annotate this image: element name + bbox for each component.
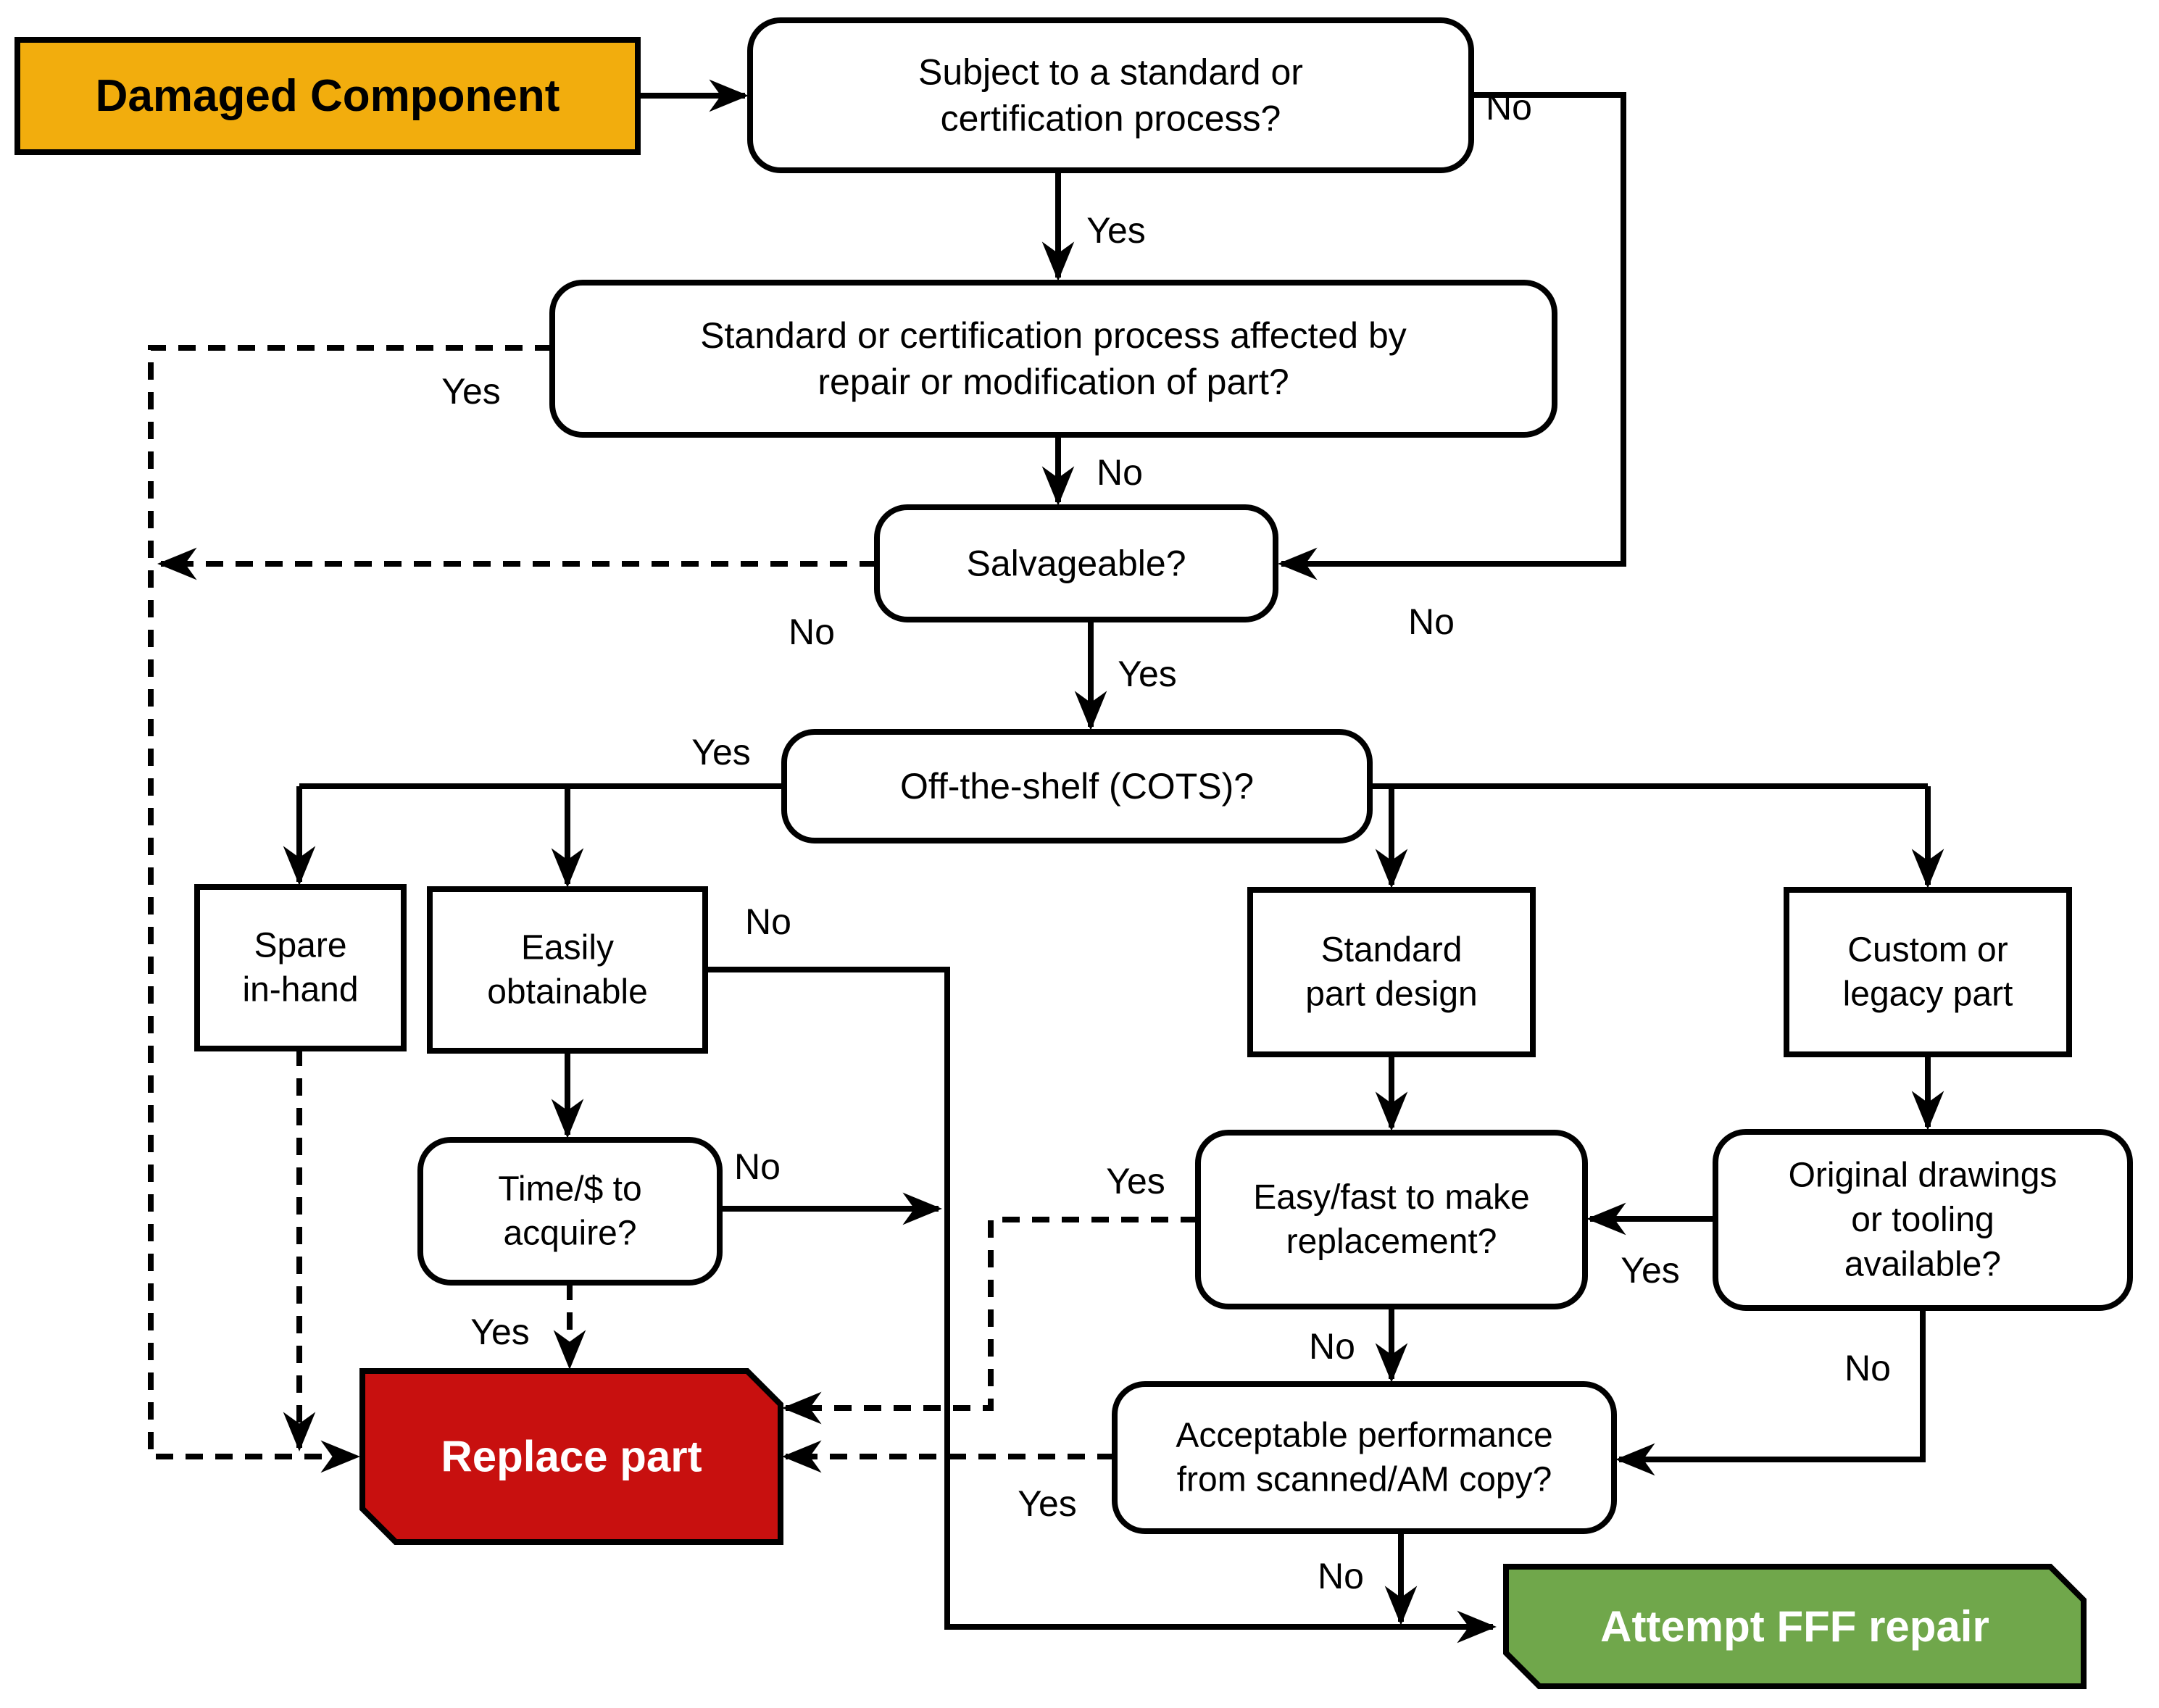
node-spare-in-hand: Spare in-hand: [194, 884, 407, 1051]
node-q-acceptable-performance-label: Acceptable performance from scanned/AM co…: [1176, 1416, 1552, 1499]
node-replace-part-shape: [359, 1368, 783, 1545]
node-standard-part-design-label: Standard part design: [1305, 930, 1478, 1013]
node-q-standard-cert-shape: [747, 17, 1474, 173]
edge-q1-no-to-salvageable: [1278, 92, 1626, 580]
node-q-time-acquire: Time/$ to acquire?: [417, 1137, 723, 1286]
node-replace-part: Replace part: [359, 1368, 783, 1545]
edge-label-no-16: No: [1318, 1556, 1364, 1596]
edge-q2-yes-to-replace: [148, 345, 552, 1473]
node-q-time-acquire-shape: [417, 1137, 723, 1286]
edge-label-no-9: No: [734, 1146, 781, 1187]
node-q-salvageable-label: Salvageable?: [966, 543, 1186, 584]
edge-label-no-0: No: [1486, 87, 1532, 128]
node-q-standard-cert-label: Subject to a standard or certification pr…: [918, 52, 1303, 139]
edge-label-no-14: No: [1844, 1348, 1891, 1388]
edge-label-yes-13: Yes: [1621, 1250, 1680, 1291]
node-q-easy-fast-line-0: Easy/fast to make: [1253, 1178, 1530, 1217]
node-q-cots: Off-the-shelf (COTS)?: [781, 729, 1373, 843]
node-damaged-label: Damaged Component: [96, 71, 560, 121]
node-easily-obtainable-line-0: Easily: [521, 928, 614, 967]
node-q-cert-affected: Standard or certification process affect…: [549, 280, 1557, 438]
node-q-cert-affected-shape: [549, 280, 1557, 438]
node-q-original-drawings: Original drawings or tooling available?: [1713, 1129, 2133, 1311]
node-spare-in-hand-shape: [194, 884, 407, 1051]
node-custom-legacy-part-line-0: Custom or: [1847, 930, 2008, 969]
edge-label-yes-11: Yes: [1106, 1161, 1165, 1201]
node-custom-legacy-part-line-1: legacy part: [1843, 975, 2013, 1014]
node-easily-obtainable-label: Easily obtainable: [487, 928, 648, 1011]
node-replace-part-label: Replace part: [441, 1433, 702, 1481]
edge-label-no-3: No: [1097, 452, 1143, 493]
node-q-cert-affected-label: Standard or certification process affect…: [700, 315, 1407, 402]
node-standard-part-design: Standard part design: [1247, 887, 1536, 1057]
edge-label-yes-2: Yes: [441, 371, 501, 412]
node-q-easy-fast-line-1: replacement?: [1286, 1222, 1497, 1261]
node-q-salvageable-line-0: Salvageable?: [966, 543, 1186, 584]
node-damaged-line-0: Damaged Component: [96, 71, 560, 121]
node-q-acceptable-performance-shape: [1112, 1381, 1617, 1534]
node-custom-legacy-part-label: Custom or legacy part: [1843, 930, 2013, 1013]
node-q-easy-fast: Easy/fast to make replacement?: [1195, 1130, 1588, 1309]
edge-label-no-12: No: [1309, 1326, 1355, 1367]
node-standard-part-design-line-0: Standard: [1321, 930, 1463, 969]
node-q-cert-affected-line-0: Standard or certification process affect…: [700, 315, 1407, 356]
node-q-easy-fast-shape: [1195, 1130, 1588, 1309]
edge-easily-no-to-fff: [705, 967, 1497, 1644]
edge-origdraw-no-to-accept: [1615, 1308, 1926, 1476]
node-custom-legacy-part-shape: [1784, 887, 2072, 1057]
node-q-original-drawings-shape: [1713, 1129, 2133, 1311]
node-replace-part-line-0: Replace part: [441, 1433, 702, 1481]
node-attempt-fff-repair-line-0: Attempt FFF repair: [1600, 1602, 1989, 1651]
edge-label-yes-7: Yes: [691, 732, 751, 772]
node-q-acceptable-performance: Acceptable performance from scanned/AM co…: [1112, 1381, 1617, 1534]
node-damaged-shape: [14, 37, 641, 155]
edge-label-no-4: No: [1408, 601, 1455, 642]
node-q-standard-cert: Subject to a standard or certification pr…: [747, 17, 1474, 173]
node-custom-legacy-part: Custom or legacy part: [1784, 887, 2072, 1057]
node-q-cots-shape: [781, 729, 1373, 843]
node-q-time-acquire-label: Time/$ to acquire?: [498, 1170, 641, 1252]
edge-label-yes-1: Yes: [1086, 210, 1146, 251]
edge-label-yes-15: Yes: [1018, 1483, 1077, 1524]
node-q-cots-label: Off-the-shelf (COTS)?: [900, 766, 1254, 807]
node-damaged: Damaged Component: [14, 37, 641, 155]
node-q-original-drawings-label: Original drawings or tooling available?: [1789, 1157, 2058, 1284]
node-easily-obtainable-line-1: obtainable: [487, 973, 648, 1012]
node-q-original-drawings-line-2: available?: [1844, 1245, 2001, 1283]
node-q-original-drawings-line-0: Original drawings: [1789, 1157, 2058, 1195]
node-standard-part-design-line-1: part design: [1305, 975, 1478, 1014]
edge-label-no-5: No: [789, 612, 835, 652]
node-q-easy-fast-label: Easy/fast to make replacement?: [1253, 1178, 1530, 1261]
node-q-standard-cert-line-1: certification process?: [941, 99, 1281, 139]
node-q-time-acquire-line-1: acquire?: [503, 1215, 636, 1253]
edge-label-yes-6: Yes: [1118, 654, 1177, 694]
node-q-cots-line-0: Off-the-shelf (COTS)?: [900, 766, 1254, 807]
node-easily-obtainable-shape: [427, 886, 708, 1054]
edge-easyfast-yes-to-replace: [782, 1217, 1198, 1425]
node-q-acceptable-performance-line-1: from scanned/AM copy?: [1177, 1461, 1552, 1499]
node-standard-part-design-shape: [1247, 887, 1536, 1057]
node-easily-obtainable: Easily obtainable: [427, 886, 708, 1054]
node-q-standard-cert-line-0: Subject to a standard or: [918, 52, 1303, 93]
node-attempt-fff-repair: Attempt FFF repair: [1503, 1564, 2087, 1689]
edge-label-yes-10: Yes: [470, 1312, 530, 1352]
node-attempt-fff-repair-shape: [1503, 1564, 2087, 1689]
node-q-salvageable-shape: [874, 504, 1278, 622]
node-q-acceptable-performance-line-0: Acceptable performance: [1176, 1416, 1552, 1454]
node-q-salvageable: Salvageable?: [874, 504, 1278, 622]
edge-label-no-8: No: [745, 901, 791, 942]
node-q-cert-affected-line-1: repair or modification of part?: [818, 362, 1289, 402]
node-q-original-drawings-line-1: or tooling: [1851, 1201, 1994, 1239]
node-spare-in-hand-label: Spare in-hand: [242, 926, 358, 1009]
node-q-time-acquire-line-0: Time/$ to: [498, 1170, 641, 1208]
node-spare-in-hand-line-1: in-hand: [242, 971, 358, 1009]
node-spare-in-hand-line-0: Spare: [254, 926, 346, 965]
node-attempt-fff-repair-label: Attempt FFF repair: [1600, 1602, 1989, 1651]
